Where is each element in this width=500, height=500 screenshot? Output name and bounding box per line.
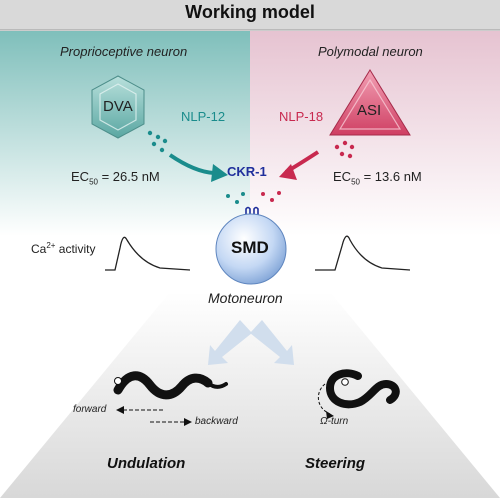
title-bar bbox=[0, 0, 500, 30]
nlp-12-dots bbox=[147, 130, 168, 153]
ec50-left-prefix: EC bbox=[71, 169, 90, 184]
ec50-left: EC50 = 26.5 nM bbox=[71, 169, 160, 187]
calcium-prefix: Ca bbox=[31, 242, 47, 256]
dva-label: DVA bbox=[103, 98, 133, 115]
nlp-12-label: NLP-12 bbox=[181, 109, 226, 124]
ec50-right-sub: 50 bbox=[351, 177, 360, 187]
page-title: Working model bbox=[185, 2, 315, 22]
nlp-18-label: NLP-18 bbox=[279, 109, 324, 124]
backward-arrow bbox=[150, 418, 192, 426]
steering-label: Steering bbox=[305, 455, 366, 472]
asi-neuron bbox=[329, 69, 411, 136]
undulating-worm-icon bbox=[113, 371, 228, 400]
calcium-sup: 2+ bbox=[46, 241, 56, 250]
backward-label: backward bbox=[195, 416, 238, 427]
omega-turn-label: Ω-turn bbox=[320, 416, 349, 427]
forward-arrow bbox=[116, 406, 163, 414]
nlp-18-dots bbox=[334, 140, 355, 159]
branch-arrows bbox=[208, 320, 294, 365]
calcium-activity-label: Ca2+ activity bbox=[31, 241, 95, 256]
ec50-right-value: = 13.6 nM bbox=[359, 169, 422, 184]
calcium-trace-right bbox=[315, 235, 411, 271]
asi-label: ASI bbox=[357, 102, 382, 119]
calcium-suffix: activity bbox=[55, 242, 96, 256]
receptor-ligand-dots bbox=[226, 191, 281, 204]
ec50-left-sub: 50 bbox=[89, 177, 98, 187]
dva-neuron bbox=[91, 75, 145, 139]
motoneuron-label: Motoneuron bbox=[208, 290, 283, 306]
smd-neuron bbox=[215, 213, 287, 285]
nlp-18-arrow bbox=[279, 150, 320, 180]
undulation-label: Undulation bbox=[107, 455, 186, 472]
forward-label: forward bbox=[73, 404, 107, 415]
calcium-trace-left bbox=[105, 236, 191, 271]
ec50-left-value: = 26.5 nM bbox=[97, 169, 160, 184]
smd-label: SMD bbox=[231, 238, 269, 257]
steering-worm-icon bbox=[317, 369, 400, 419]
ckr-1-label: CKR-1 bbox=[227, 164, 267, 179]
ec50-right: EC50 = 13.6 nM bbox=[333, 169, 422, 187]
ec50-right-prefix: EC bbox=[333, 169, 352, 184]
behavior-cone bbox=[0, 292, 500, 498]
nlp-12-arrow bbox=[168, 153, 228, 182]
polymodal-neuron-label: Polymodal neuron bbox=[318, 44, 423, 59]
proprioceptive-neuron-label: Proprioceptive neuron bbox=[60, 44, 188, 59]
